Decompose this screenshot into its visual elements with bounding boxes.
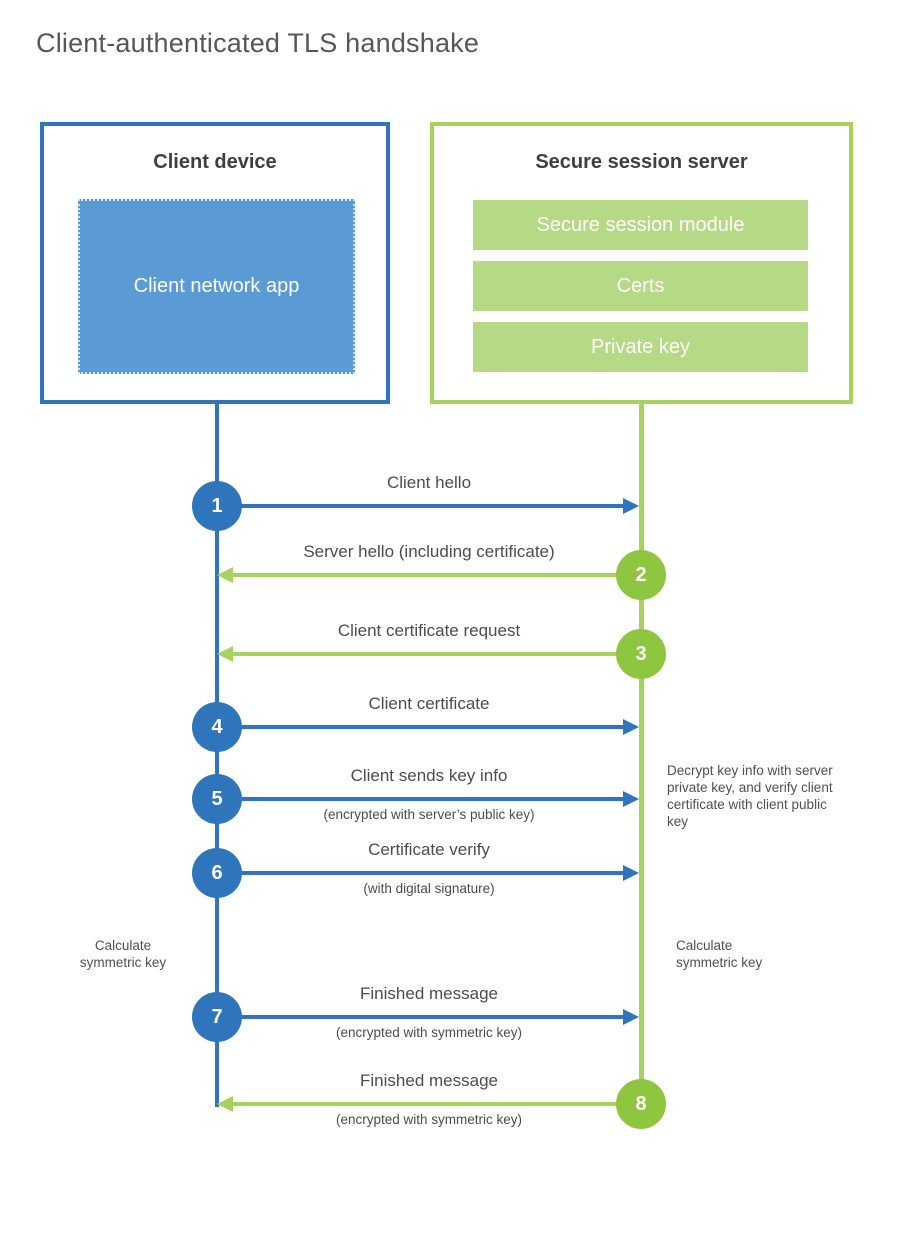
- arrowhead-icon: [623, 791, 639, 807]
- secure-session-server-box: Secure session server Secure session mod…: [430, 122, 853, 404]
- arrowhead-icon: [217, 567, 233, 583]
- step-number: 1: [211, 494, 223, 517]
- message-label: Client sends key info: [350, 766, 508, 785]
- message-arrow-line: [217, 1015, 625, 1019]
- arrowhead-icon: [217, 1096, 233, 1112]
- server-module-bar: Secure session module: [473, 200, 808, 250]
- step-number: 8: [635, 1092, 647, 1115]
- step-circle-8: 8: [616, 1079, 666, 1129]
- step-circle-6: 6: [192, 848, 242, 898]
- secure-session-server-title: Secure session server: [535, 151, 748, 173]
- server-module-bar: Private key: [473, 322, 808, 372]
- message-arrow-line: [233, 652, 641, 656]
- message-label: Server hello (including certificate): [303, 542, 555, 561]
- client-network-app-label: Client network app: [133, 275, 300, 297]
- client-device-box: Client device Client network app: [40, 122, 390, 404]
- message-arrow-line: [217, 871, 625, 875]
- message-label: Client certificate: [368, 694, 490, 713]
- calc-symmetric-key-right: Calculate symmetric key: [676, 938, 763, 970]
- client-lifeline: [215, 404, 219, 1107]
- message-sublabel: (encrypted with server’s public key): [323, 807, 535, 822]
- step-number: 6: [211, 861, 223, 884]
- message-arrow-line: [217, 725, 625, 729]
- client-device-title: Client device: [153, 151, 277, 173]
- step-circle-2: 2: [616, 550, 666, 600]
- message-sublabel: (encrypted with symmetric key): [335, 1112, 523, 1127]
- message-arrow-line: [217, 797, 625, 801]
- message-label: Finished message: [360, 1071, 498, 1090]
- message-sublabel: (encrypted with symmetric key): [335, 1025, 523, 1040]
- message-label: Client hello: [386, 473, 472, 492]
- client-network-app-box: Client network app: [78, 199, 355, 374]
- step-circle-7: 7: [192, 992, 242, 1042]
- message-arrow-line: [217, 504, 625, 508]
- step-circle-3: 3: [616, 629, 666, 679]
- step-number: 5: [211, 787, 223, 810]
- step-circle-4: 4: [192, 702, 242, 752]
- page-title: Client-authenticated TLS handshake: [36, 28, 480, 58]
- message-label: Client certificate request: [337, 621, 521, 640]
- step-number: 2: [635, 563, 647, 586]
- arrowhead-icon: [623, 865, 639, 881]
- decrypt-note: Decrypt key info with server private key…: [667, 763, 833, 829]
- message-arrow-line: [233, 1102, 641, 1106]
- calc-symmetric-key-left: Calculate symmetric key: [79, 938, 167, 970]
- server-lifeline: [639, 404, 644, 1104]
- arrowhead-icon: [217, 646, 233, 662]
- message-label: Certificate verify: [368, 840, 490, 859]
- step-circle-5: 5: [192, 774, 242, 824]
- step-number: 3: [635, 642, 647, 665]
- step-number: 4: [211, 715, 223, 738]
- message-label: Finished message: [360, 984, 498, 1003]
- step-number: 7: [211, 1005, 223, 1028]
- server-module-bar: Certs: [473, 261, 808, 311]
- message-arrow-line: [233, 573, 641, 577]
- step-circle-1: 1: [192, 481, 242, 531]
- arrowhead-icon: [623, 498, 639, 514]
- message-sublabel: (with digital signature): [363, 881, 495, 896]
- arrowhead-icon: [623, 719, 639, 735]
- arrowhead-icon: [623, 1009, 639, 1025]
